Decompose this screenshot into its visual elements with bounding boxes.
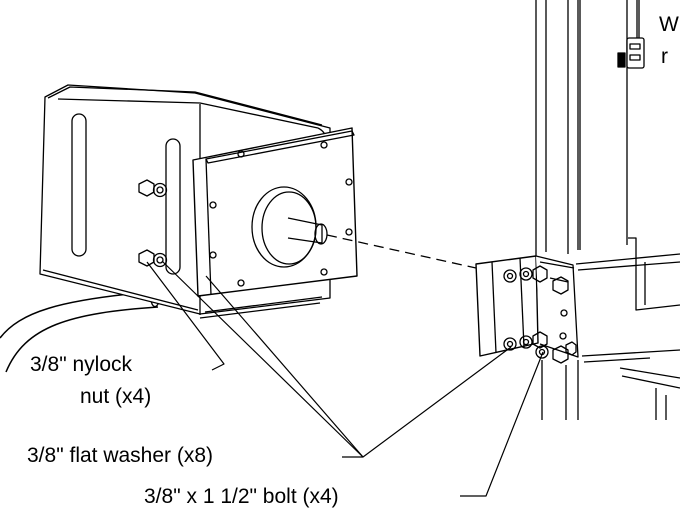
label-cropped-top-2: r	[661, 45, 668, 68]
motor-slot-1	[71, 113, 87, 257]
label-nylock-line1: 3/8" nylock	[30, 353, 133, 376]
leader-bolt	[460, 351, 544, 497]
plate-hole	[237, 150, 245, 158]
frame	[535, 0, 680, 420]
motor-slot-2	[165, 138, 181, 275]
leader-washer-2	[161, 260, 364, 458]
alignment-dashed-line	[326, 234, 477, 269]
plate-hole	[345, 178, 353, 186]
label-nylock-line2: nut (x4)	[80, 385, 152, 408]
plate-hole	[320, 141, 328, 149]
plate-hole	[237, 279, 245, 287]
label-bolt: 3/8" x 1 1/2" bolt (x4)	[144, 485, 339, 508]
leader-washer-1	[342, 346, 512, 458]
plate-hole	[209, 201, 217, 209]
leader-nylock	[146, 261, 225, 371]
plate-hole	[209, 251, 217, 259]
connector	[626, 37, 645, 69]
plate-hole	[320, 268, 328, 276]
motor-shaft	[287, 217, 323, 244]
mounting-plate	[192, 127, 358, 297]
leader-washer-3	[205, 275, 364, 458]
label-flat-washer: 3/8" flat washer (x8)	[27, 444, 214, 467]
side-nut-top	[138, 179, 168, 198]
plate-hole	[345, 228, 353, 236]
label-cropped-top-1: W	[659, 13, 679, 36]
side-nut-bottom	[138, 249, 168, 268]
leader-lines	[146, 260, 544, 497]
